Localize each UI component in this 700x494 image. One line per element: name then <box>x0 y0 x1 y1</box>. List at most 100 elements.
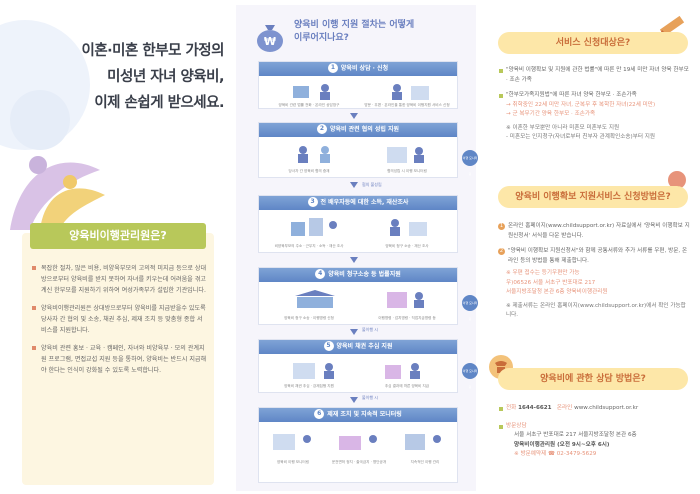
ongoing-management-illustration <box>405 434 441 450</box>
procedure-title: 양육비 이행 지원 절차는 어떻게 이루어지나요? <box>294 19 414 45</box>
eligibility-note: ※ 이혼한 부모뿐만 아니라 미혼모 미혼부도 지원 <box>506 124 620 131</box>
court-illustration <box>295 290 335 308</box>
visit-contact: 방문상담 <box>498 422 690 432</box>
mail-address: 우)06526 서울 서초구 반포대로 217 <box>506 279 596 286</box>
step-number-badge: 2 <box>498 248 505 255</box>
visit-hours: 양육비이행관리원 (오전 9시~오후 6시) <box>514 441 610 448</box>
step-number: 2 <box>316 124 327 134</box>
step-caption: 방문 · 우편 · 온라인을 통한 양육비 이행지원 서비스 신청 <box>364 103 450 107</box>
payment-illustration <box>385 363 420 379</box>
visit-address: 서울 서초구 반포대로 217 서울지방조달청 본관 6층 <box>514 432 637 438</box>
application-step: 2"양육비 이행확보 지원신청서"와 함께 공통서류와 추가 서류를 우편, 방… <box>498 247 690 266</box>
step-caption: 지속적인 이행 관리 <box>410 460 440 464</box>
step-number: 1 <box>327 63 338 73</box>
flow-note: 불이행 시 <box>362 395 378 400</box>
flow-arrow <box>350 329 358 335</box>
asset-survey-illustration <box>390 219 427 236</box>
flow-arrow <box>350 182 358 188</box>
monitoring-illustration <box>387 147 424 163</box>
step-caption: 양육비 청구 소송 · 재산 조사 <box>385 244 429 248</box>
eligibility-note: - 미혼모는 인지청구(자녀로부터 친부자 관계확인소송)부터 지원 <box>506 134 656 140</box>
phone-contact: 전화 1644-6621 온라인 www.childsupport.or.kr <box>498 404 690 414</box>
money-bag-icon: ₩ <box>257 25 283 52</box>
mail-note: ※ 우편 접수는 등기우편만 가능 <box>506 270 580 276</box>
procedure-header: ₩ 양육비 이행 지원 절차는 어떻게 이루어지나요? <box>254 17 464 57</box>
website-link[interactable]: www.childsupport.or.kr <box>574 405 639 411</box>
step-caption: 양육비 이행 모니터링 <box>276 460 310 464</box>
flow-arrow <box>350 257 358 263</box>
step-caption: 이행명령 · 감치명령 · 직접지급명령 등 <box>378 316 436 320</box>
flow-arrow <box>350 113 358 119</box>
mail-address: 서울지방조달청 본관 6층 양육비이행관리원 <box>506 289 608 295</box>
agency-info-title: 양육비이행관리원은? <box>30 223 206 249</box>
phone-number[interactable]: 1644-6621 <box>518 405 552 411</box>
svg-text:₩: ₩ <box>264 35 276 48</box>
family-figure-graphic <box>10 156 105 230</box>
hero-line: 미성년 자녀 양육비, <box>107 69 224 85</box>
procedure-title-line: 양육비 이행 지원 절차는 어떻게 <box>294 20 415 30</box>
mediation-illustration <box>298 146 330 163</box>
hero-line: 이혼·미혼 한부모 가정의 <box>81 43 224 59</box>
legal-document-illustration <box>387 292 424 308</box>
documents-note: ※ 제출서류는 온라인 홈페이지(www.childsupport.or.kr)… <box>506 302 686 319</box>
step-caption: 추심 결과에 따른 양육비 지급 <box>384 384 430 388</box>
step-caption: 당사자 간 양육비 협의 중재 <box>288 169 330 173</box>
eligibility-title: 서비스 신청대상은? <box>498 32 688 54</box>
application-step-text: 온라인 홈페이지(www.childsupport.or.kr) 자료실에서 '… <box>508 223 690 239</box>
sanction-illustration <box>339 435 377 450</box>
eligibility-sub: → 취학중인 22세 미만 자녀, 군복무 후 복학한 자녀(22세 미만) <box>506 101 656 108</box>
consultation-title: 양육비에 관한 상담 방법은? <box>498 368 688 390</box>
agency-paragraph: 복잡한 절차, 많은 비용, 비양육부모의 고의적 미지급 등으로 상대방으로부… <box>32 263 208 296</box>
procedure-title-line: 이루어지나요? <box>294 33 349 43</box>
step-label: 양육비 상담 · 신청 <box>340 65 389 72</box>
eligibility-body: "양육비 이행확보 및 지원에 관한 법률"에 따른 만 19세 미만 자녀 양… <box>498 66 690 143</box>
step-caption: 양육비 청구 소송 · 이행명령 신청 <box>284 316 334 320</box>
step-number: 4 <box>315 269 326 279</box>
step-label: 양육비 채권 추심 지원 <box>336 343 393 350</box>
step-number-badge: 1 <box>498 223 505 230</box>
application-method-title: 양육비 이행확보 지원서비스 신청방법은? <box>498 186 688 208</box>
eligibility-item: "양육비 이행확보 및 지원에 관한 법률"에 따른 만 19세 미만 자녀 양… <box>498 66 690 85</box>
step-caption: 양육비 관련 법률 전화 · 온라인 상담창구 <box>278 103 340 107</box>
collection-illustration <box>293 363 334 379</box>
application-illustration <box>392 84 429 100</box>
step-number: 5 <box>323 341 334 351</box>
monitoring-bubble: 이행 모니터링 <box>462 363 478 389</box>
flow-note: 불이행 시 <box>362 327 378 332</box>
eligibility-item: "한부모가족지원법"에 따른 자녀 양육 한부모 · 조손가족 <box>498 91 690 101</box>
step-caption: 협의성립 시 이행 모니터링 <box>387 169 427 173</box>
online-label: 온라인 <box>556 405 573 411</box>
agency-paragraph: 양육비이행관리원은 상대방으로부터 양육비를 지급받을수 있도록 당사자 간 협… <box>32 303 208 336</box>
step-label: 제재 조치 및 지속적 모니터링 <box>327 411 402 418</box>
step-label: 양육비 관련 협의 성립 지원 <box>329 126 400 133</box>
monitoring-bubble: 이행 모니터링 <box>462 295 478 321</box>
visit-reservation: ※ 방문예약제 ☎ 02-3479-5629 <box>514 451 597 457</box>
step-caption: 운전면허 정지 · 출국금지 · 명단공개 <box>331 460 387 464</box>
investigation-illustration <box>291 218 337 236</box>
flow-arrow <box>350 397 358 403</box>
phone-label: 전화 <box>506 405 517 411</box>
monitor-illustration <box>273 434 311 450</box>
agency-paragraph: 양육비 관련 홍보 · 교육 · 캠페인, 자녀와 비양육부 · 모의 관계지원… <box>32 343 208 376</box>
step-label: 전 배우자등에 대한 소득, 재산조사 <box>320 199 409 206</box>
right-panel: 서비스 신청대상은? "양육비 이행확보 및 지원에 관한 법률"에 따른 만 … <box>484 0 700 494</box>
monitoring-bubble: 이행 모니터링 <box>462 150 478 176</box>
consultation-body: 전화 1644-6621 온라인 www.childsupport.or.kr … <box>498 404 690 460</box>
agency-info-body: 복잡한 절차, 많은 비용, 비양육부모의 고의적 미지급 등으로 상대방으로부… <box>32 263 208 383</box>
hero-heading: 이혼·미혼 한부모 가정의 미성년 자녀 양육비, 이제 손쉽게 받으세요. <box>81 38 224 116</box>
flow-note: 협의 불성립 <box>362 182 382 187</box>
